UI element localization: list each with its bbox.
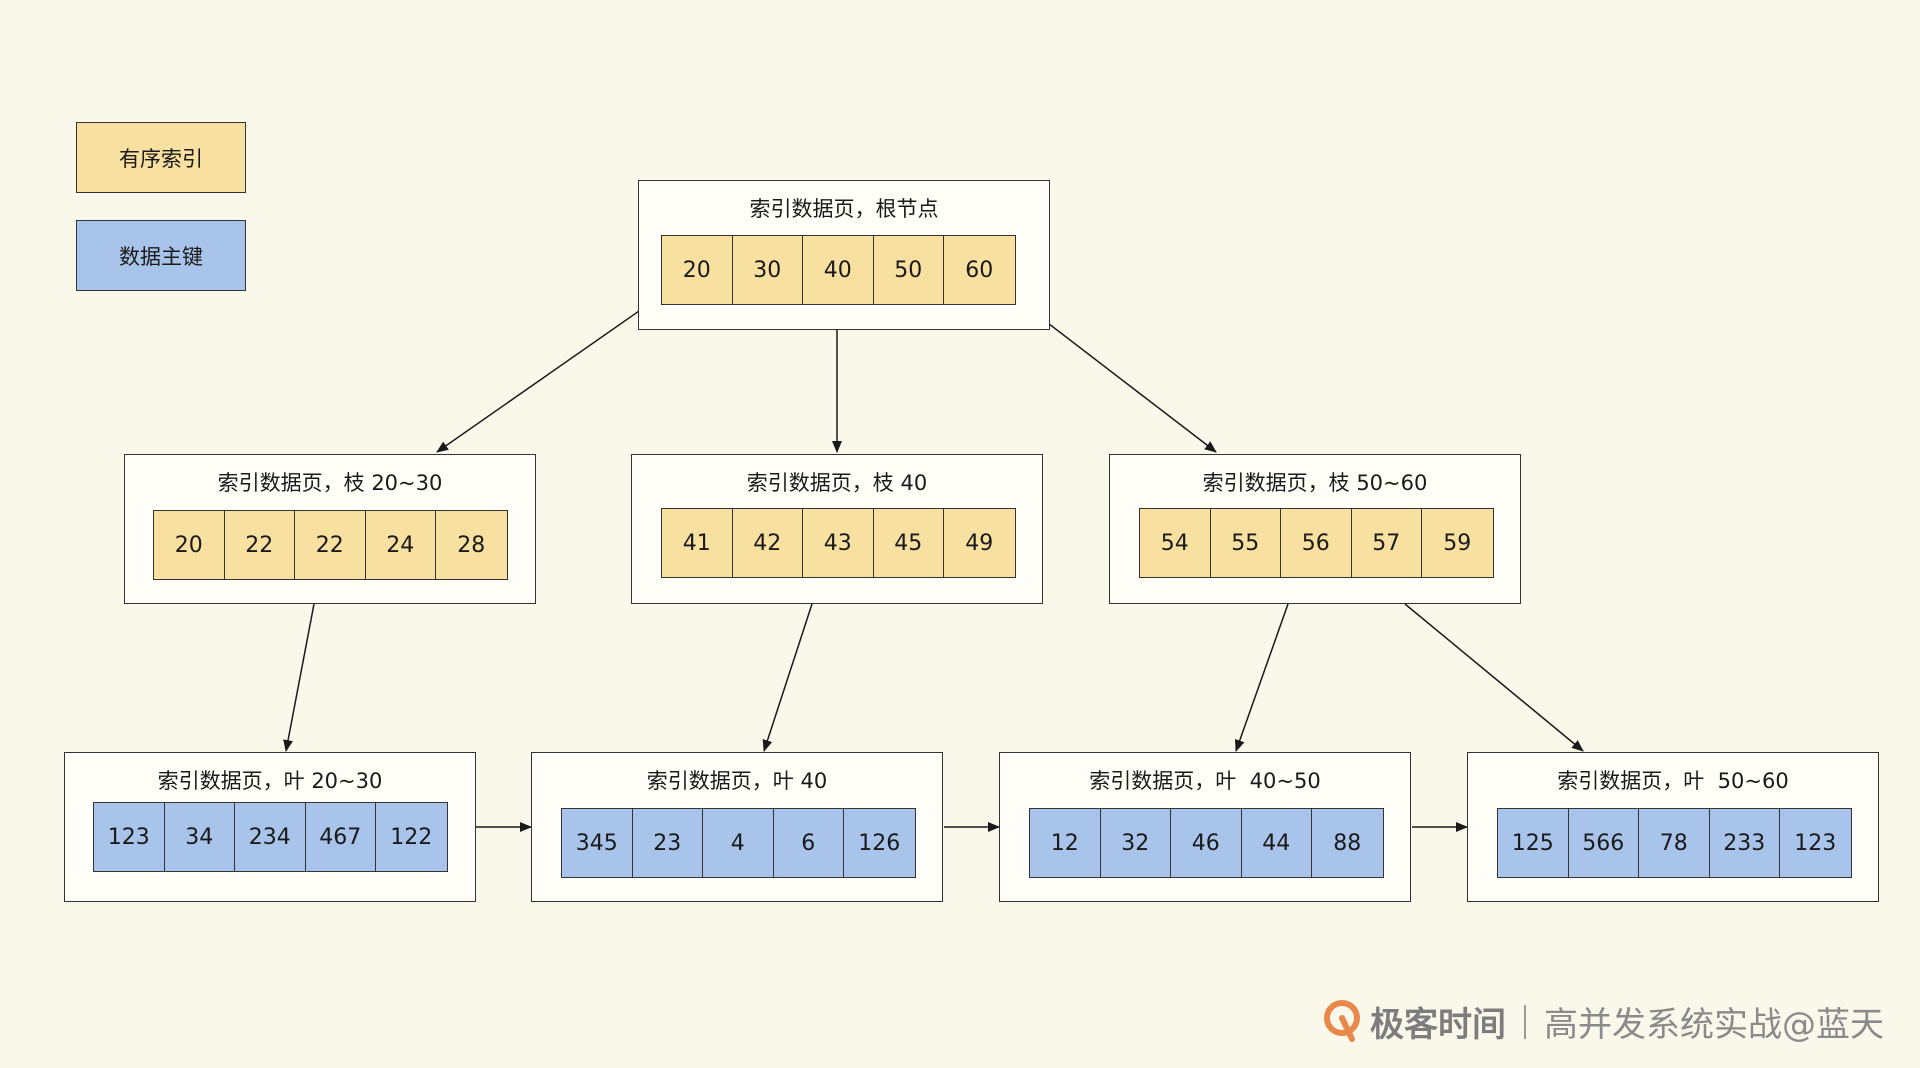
root-key-cell: 40 bbox=[803, 236, 874, 304]
branch-page-3: 索引数据页，枝 50~60 54 55 56 57 59 bbox=[1109, 454, 1521, 604]
branch-key-cell: 22 bbox=[224, 511, 295, 579]
root-page: 索引数据页，根节点 20 30 40 50 60 bbox=[638, 180, 1050, 330]
leaf-key-cell: 4 bbox=[703, 809, 774, 877]
branch-key-cell: 54 bbox=[1140, 509, 1211, 577]
watermark-separator bbox=[1524, 1004, 1526, 1039]
leaf-key-cell: 125 bbox=[1498, 809, 1569, 877]
arrow-branch-2-to-leaf-2 bbox=[762, 603, 813, 752]
branch-key-cell: 57 bbox=[1351, 509, 1422, 577]
leaf-page-title: 索引数据页，叶 20~30 bbox=[157, 769, 383, 793]
leaf-key-cell: 32 bbox=[1100, 809, 1171, 877]
arrow-root-to-branch-1 bbox=[436, 294, 663, 453]
watermark-brand: 极客时间 bbox=[1370, 1005, 1506, 1045]
leaf-page-title: 索引数据页，叶 40~50 bbox=[1089, 769, 1321, 793]
root-key-cell: 50 bbox=[873, 236, 944, 304]
root-key-row: 20 30 40 50 60 bbox=[661, 235, 1016, 305]
leaf-key-cell: 23 bbox=[632, 809, 703, 877]
leaf-page-3: 索引数据页，叶 40~50 12 32 46 44 88 bbox=[999, 752, 1411, 902]
branch-key-cell: 59 bbox=[1422, 509, 1493, 577]
watermark-course: 高并发系统实战@蓝天 bbox=[1544, 1005, 1884, 1045]
leaf-key-row: 123 34 234 467 122 bbox=[93, 802, 448, 872]
branch-key-cell: 20 bbox=[154, 511, 225, 579]
leaf-key-cell: 34 bbox=[164, 803, 235, 871]
leaf-key-cell: 123 bbox=[1780, 809, 1851, 877]
legend-data-primary-key: 数据主键 bbox=[76, 220, 246, 291]
root-key-cell: 20 bbox=[662, 236, 733, 304]
legend-ordered-index: 有序索引 bbox=[76, 122, 246, 193]
root-page-title: 索引数据页，根节点 bbox=[749, 197, 939, 221]
leaf-key-cell: 234 bbox=[235, 803, 306, 871]
leaf-key-cell: 467 bbox=[305, 803, 376, 871]
arrow-branch-3-to-leaf-4 bbox=[1404, 603, 1584, 752]
root-key-cell: 60 bbox=[944, 236, 1015, 304]
leaf-page-1: 索引数据页，叶 20~30 123 34 234 467 122 bbox=[64, 752, 476, 902]
leaf-key-cell: 78 bbox=[1639, 809, 1710, 877]
watermark: 极客时间 高并发系统实战@蓝天 bbox=[1322, 997, 1884, 1046]
leaf-key-cell: 345 bbox=[562, 809, 633, 877]
branch-key-cell: 49 bbox=[944, 509, 1015, 577]
branch-key-cell: 22 bbox=[295, 511, 366, 579]
leaf-key-row: 125 566 78 233 123 bbox=[1497, 808, 1852, 878]
branch-key-cell: 42 bbox=[732, 509, 803, 577]
branch-key-row: 20 22 22 24 28 bbox=[153, 510, 508, 580]
legend-data-primary-key-label: 数据主键 bbox=[119, 244, 203, 269]
leaf-key-cell: 122 bbox=[376, 803, 447, 871]
leaf-key-cell: 88 bbox=[1312, 809, 1383, 877]
leaf-key-cell: 12 bbox=[1030, 809, 1101, 877]
branch-key-cell: 41 bbox=[662, 509, 733, 577]
leaf-key-cell: 126 bbox=[844, 809, 915, 877]
branch-key-row: 41 42 43 45 49 bbox=[661, 508, 1016, 578]
leaf-page-title: 索引数据页，叶 40 bbox=[646, 769, 828, 793]
leaf-key-row: 345 23 4 6 126 bbox=[561, 808, 916, 878]
arrow-branch-1-to-leaf-1 bbox=[283, 603, 315, 752]
branch-page-1: 索引数据页，枝 20~30 20 22 22 24 28 bbox=[124, 454, 536, 604]
leaf-page-4: 索引数据页，叶 50~60 125 566 78 233 123 bbox=[1467, 752, 1879, 902]
branch-key-cell: 45 bbox=[873, 509, 944, 577]
branch-page-title: 索引数据页，枝 40 bbox=[746, 471, 928, 495]
branch-page-title: 索引数据页，枝 20~30 bbox=[217, 471, 443, 495]
branch-key-row: 54 55 56 57 59 bbox=[1139, 508, 1494, 578]
leaf-key-cell: 123 bbox=[94, 803, 165, 871]
legend-ordered-index-label: 有序索引 bbox=[119, 146, 203, 171]
leaf-key-cell: 44 bbox=[1241, 809, 1312, 877]
leaf-key-row: 12 32 46 44 88 bbox=[1029, 808, 1384, 878]
branch-key-cell: 28 bbox=[436, 511, 507, 579]
branch-page-2: 索引数据页，枝 40 41 42 43 45 49 bbox=[631, 454, 1043, 604]
leaf-key-cell: 6 bbox=[773, 809, 844, 877]
leaf-key-cell: 566 bbox=[1568, 809, 1639, 877]
branch-key-cell: 24 bbox=[365, 511, 436, 579]
branch-page-title: 索引数据页，枝 50~60 bbox=[1202, 471, 1428, 495]
leaf-key-cell: 46 bbox=[1171, 809, 1242, 877]
branch-key-cell: 55 bbox=[1210, 509, 1281, 577]
root-key-cell: 30 bbox=[732, 236, 803, 304]
branch-key-cell: 56 bbox=[1281, 509, 1352, 577]
branch-key-cell: 43 bbox=[803, 509, 874, 577]
geektime-logo-icon bbox=[1324, 999, 1360, 1042]
arrow-branch-3-to-leaf-3 bbox=[1234, 603, 1289, 752]
leaf-key-cell: 233 bbox=[1709, 809, 1780, 877]
leaf-page-title: 索引数据页，叶 50~60 bbox=[1557, 769, 1789, 793]
leaf-page-2: 索引数据页，叶 40 345 23 4 6 126 bbox=[531, 752, 943, 902]
